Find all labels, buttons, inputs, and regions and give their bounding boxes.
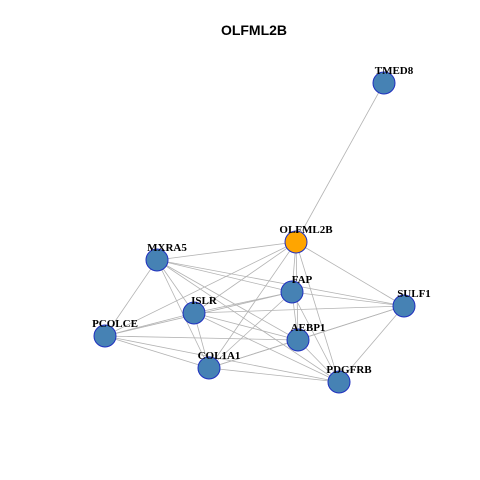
node-islr xyxy=(182,301,206,325)
edge-mxra5-aebp1 xyxy=(156,259,299,341)
diagram-title: OLFML2B xyxy=(221,22,287,38)
node-layer xyxy=(93,71,416,394)
edge-fap-col1a1 xyxy=(208,291,293,369)
node-label-aebp1: AEBP1 xyxy=(291,322,326,334)
node-label-mxra5: MXRA5 xyxy=(147,242,187,254)
node-label-tmed8: TMED8 xyxy=(375,65,414,77)
edge-fap-sulf1 xyxy=(291,291,405,307)
edge-fap-pdgfrb xyxy=(291,291,340,383)
edge-mxra5-sulf1 xyxy=(156,259,405,307)
node-label-pcolce: PCOLCE xyxy=(92,318,138,330)
node-label-islr: ISLR xyxy=(191,295,218,307)
edge-pcolce-pdgfrb xyxy=(104,335,340,383)
edge-olfml2b-pdgfrb xyxy=(295,241,340,383)
edge-olfml2b-sulf1 xyxy=(295,241,405,307)
node-olfml2b xyxy=(284,230,308,254)
node-mxra5 xyxy=(145,248,169,272)
node-label-col1a1: COL1A1 xyxy=(198,350,241,362)
edge-islr-aebp1 xyxy=(193,312,299,341)
edge-olfml2b-col1a1 xyxy=(208,241,297,369)
edge-mxra5-fap xyxy=(156,259,293,293)
node-pdgfrb xyxy=(327,370,351,394)
edge-pcolce-col1a1 xyxy=(104,335,210,369)
node-col1a1 xyxy=(197,356,221,380)
node-pcolce xyxy=(93,324,117,348)
node-label-fap: FAP xyxy=(292,274,313,286)
node-label-sulf1: SULF1 xyxy=(397,288,431,300)
edge-olfml2b-islr xyxy=(193,241,297,314)
edge-islr-pcolce xyxy=(104,312,195,337)
node-label-pdgfrb: PDGFRB xyxy=(326,364,372,376)
node-tmed8 xyxy=(372,71,396,95)
edge-col1a1-pdgfrb xyxy=(208,367,340,383)
edge-islr-pdgfrb xyxy=(193,312,340,383)
node-sulf1 xyxy=(392,294,416,318)
node-label-olfml2b: OLFML2B xyxy=(279,224,333,236)
edge-tmed8-olfml2b xyxy=(295,82,385,243)
edge-islr-sulf1 xyxy=(193,305,405,314)
node-fap xyxy=(280,280,304,304)
edge-olfml2b-mxra5 xyxy=(156,241,297,261)
edge-mxra5-pdgfrb xyxy=(156,259,340,383)
edge-pcolce-aebp1 xyxy=(104,335,299,341)
node-aebp1 xyxy=(286,328,310,352)
edge-pdgfrb-sulf1 xyxy=(338,305,405,383)
edge-layer xyxy=(104,82,405,383)
edge-mxra5-pcolce xyxy=(104,259,158,337)
